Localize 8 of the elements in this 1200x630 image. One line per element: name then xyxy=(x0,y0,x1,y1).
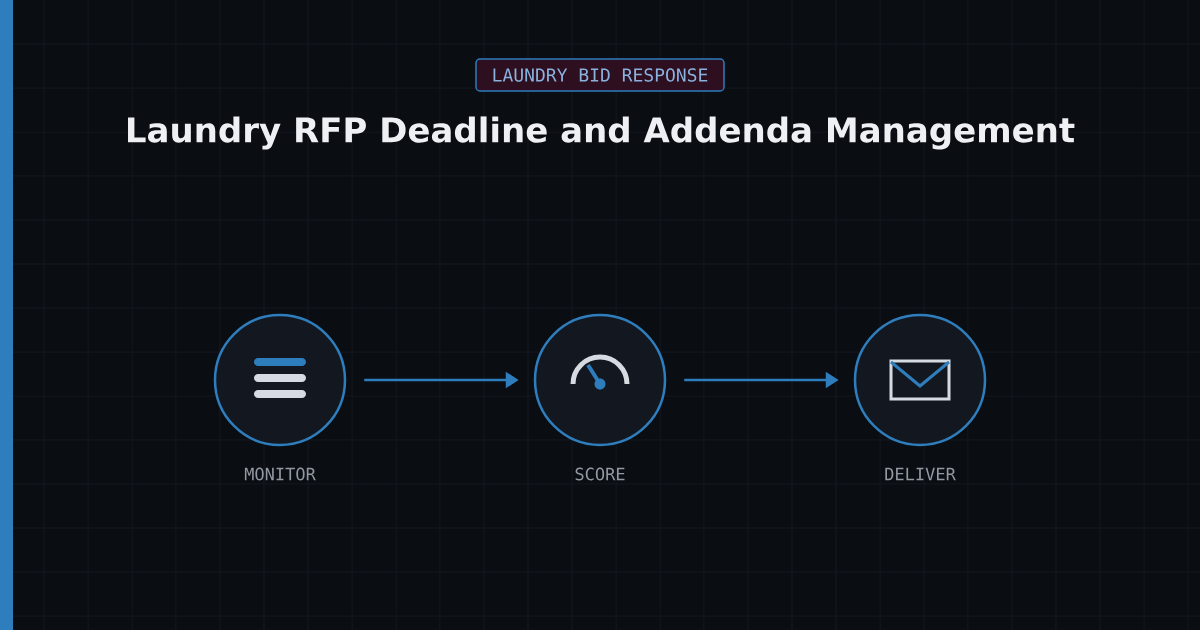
step-label: DELIVER xyxy=(885,467,956,481)
step-label: SCORE xyxy=(575,467,625,481)
step-circle xyxy=(213,313,347,447)
step-circle xyxy=(853,313,987,447)
tag-badge: LAUNDRY BID RESPONSE xyxy=(475,58,725,92)
title: Laundry RFP Deadline and Addenda Management xyxy=(128,116,1075,150)
step-label: MONITOR xyxy=(244,467,316,481)
step-circle xyxy=(533,313,667,447)
